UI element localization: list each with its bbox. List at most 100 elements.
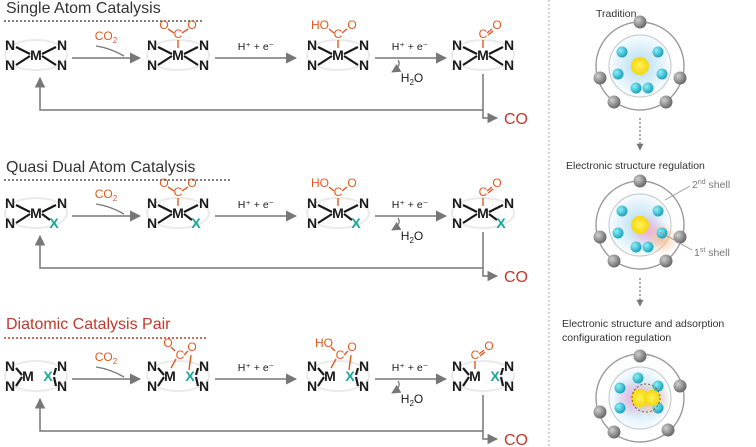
atom-m: M <box>30 47 42 63</box>
inner-electron <box>616 205 628 217</box>
inner-electron <box>630 241 642 253</box>
inner-electron <box>632 372 644 384</box>
title-quasi-dual-atom-catalysis: Quasi Dual Atom Catalysis <box>6 159 196 176</box>
outer-electron <box>673 379 687 393</box>
atom-x: X <box>496 215 506 231</box>
atom-n: N <box>452 37 462 53</box>
atom-m: M <box>324 368 336 384</box>
atom-n: N <box>57 195 67 211</box>
atom-n: N <box>5 195 15 211</box>
co2-arrow <box>95 366 125 378</box>
atom-n: N <box>452 195 462 211</box>
atom-n: N <box>307 215 317 231</box>
svg-text:O: O <box>187 18 196 32</box>
svg-text:C: C <box>174 185 183 199</box>
shell-label: 2nd shell <box>692 179 730 191</box>
atom-n: N <box>57 378 67 394</box>
inner-electron <box>612 227 624 239</box>
atom-x: X <box>351 215 361 231</box>
atom-x: X <box>185 368 195 384</box>
proton-electron-label: H⁺ + e⁻ <box>392 362 429 374</box>
inner-electron <box>656 68 668 80</box>
inner-electron <box>614 382 626 394</box>
h2o-label: H2O <box>401 392 423 408</box>
atom-n: N <box>504 358 514 374</box>
atom-x: X <box>345 368 355 384</box>
proton-electron-label: H⁺ + e⁻ <box>392 41 429 53</box>
outer-electron <box>607 254 621 268</box>
atom-n: N <box>147 195 157 211</box>
shell-leader <box>664 185 691 201</box>
nucleus <box>631 57 649 75</box>
water-arrow <box>391 380 402 394</box>
atom-n: N <box>359 358 369 374</box>
outer-electron <box>633 15 647 29</box>
atom-x: X <box>191 215 201 231</box>
svg-text:O: O <box>492 176 501 190</box>
inner-electron <box>612 68 624 80</box>
atom-n: N <box>359 378 369 394</box>
atom-n: N <box>147 358 157 374</box>
atom-n: N <box>452 57 462 73</box>
svg-text:O: O <box>492 18 501 32</box>
atom-n: N <box>5 37 15 53</box>
svg-text:O: O <box>159 176 168 190</box>
svg-text:O: O <box>347 18 356 32</box>
atom-m: M <box>477 47 489 63</box>
co2-label: CO2 <box>95 187 118 203</box>
atom-n: N <box>504 195 514 211</box>
outer-electron <box>661 423 675 437</box>
product-arrow <box>482 74 499 124</box>
svg-text:C: C <box>336 348 345 362</box>
nucleus <box>631 216 649 234</box>
svg-text:HO: HO <box>311 176 329 190</box>
outer-electron <box>593 71 607 85</box>
svg-text:C: C <box>334 185 343 199</box>
atom-n: N <box>199 37 209 53</box>
atom-n: N <box>504 378 514 394</box>
proton-electron-label: H⁺ + e⁻ <box>238 362 275 374</box>
svg-text:C: C <box>174 27 183 41</box>
shell-leader <box>659 231 693 251</box>
water-arrow <box>391 59 402 73</box>
nucleus-2 <box>644 390 660 406</box>
svg-text:C: C <box>479 27 488 41</box>
co2-label: CO2 <box>95 29 118 45</box>
inner-electron <box>652 46 664 58</box>
atom-x: X <box>43 368 53 384</box>
co2-label: CO2 <box>95 350 118 366</box>
atom-n: N <box>307 37 317 53</box>
product-arrow <box>482 232 499 282</box>
atom-n: N <box>147 378 157 394</box>
atom-n: N <box>199 195 209 211</box>
title-diatomic-catalysis-pair: Diatomic Catalysis Pair <box>6 316 171 333</box>
atom-n: N <box>199 57 209 73</box>
inner-electron <box>642 82 654 94</box>
proton-electron-label: H⁺ + e⁻ <box>238 41 275 53</box>
product-arrow <box>482 395 499 445</box>
outer-electron <box>673 71 687 85</box>
atom-n: N <box>147 37 157 53</box>
h2o-label: H2O <box>401 229 423 245</box>
atom-n: N <box>147 215 157 231</box>
atom-model-electronic <box>593 174 687 270</box>
nucleus <box>631 389 649 407</box>
outer-electron <box>659 254 673 268</box>
atom-m: M <box>477 205 489 221</box>
inner-electron <box>642 241 654 253</box>
svg-text:HO: HO <box>315 336 333 350</box>
atom-n: N <box>452 358 462 374</box>
h2o-label: H2O <box>401 71 423 87</box>
co2-arrow <box>95 203 125 215</box>
label-adsorption-line2: configuration regulation <box>562 332 672 344</box>
